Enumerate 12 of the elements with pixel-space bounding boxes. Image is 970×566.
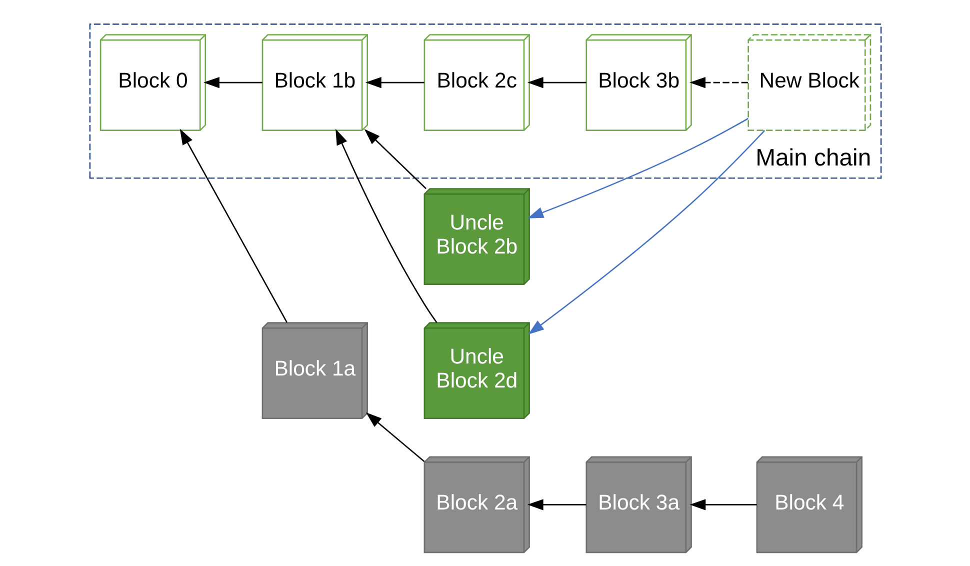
arrow [526,76,586,88]
arrow [335,128,437,323]
arrow [526,118,748,218]
arrow [365,412,424,462]
arrow [179,128,287,323]
arrow [689,76,748,88]
arrow [364,129,426,190]
arrow [689,499,756,510]
arrow [202,76,262,88]
arrow [364,76,424,88]
arrow [526,499,586,510]
arrow [528,130,765,334]
